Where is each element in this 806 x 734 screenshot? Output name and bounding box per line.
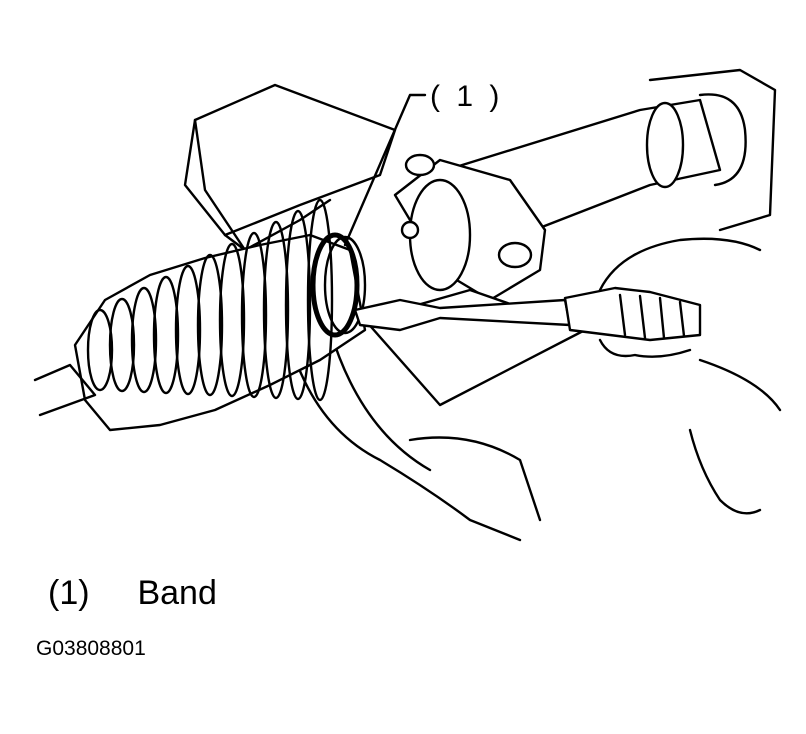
boot-rib — [86, 308, 114, 392]
boot-rib — [152, 275, 180, 395]
hand — [598, 237, 782, 515]
boot-rib — [306, 198, 334, 402]
screwdriver-tool — [353, 286, 702, 342]
callout-label-1: ( 1 ) — [430, 80, 504, 113]
legend-item: (1) Band — [48, 574, 217, 613]
boot-band — [310, 232, 367, 338]
boot-rib — [262, 220, 290, 400]
boot-rib — [130, 286, 158, 394]
mounting-bracket — [393, 153, 547, 302]
steering-rack-boot-illustration — [33, 68, 782, 542]
legend-text: Band — [137, 574, 217, 612]
boot-rib — [284, 209, 312, 401]
boot-rib — [240, 231, 268, 399]
boot-rib — [174, 264, 202, 396]
figure-id: G03808801 — [36, 637, 146, 660]
boot-rib — [196, 253, 224, 397]
boot-rib — [108, 297, 136, 393]
bellows-boot — [33, 198, 367, 432]
boot-rib — [218, 242, 246, 398]
legend-number: (1) — [48, 574, 90, 612]
callout-leader-line — [343, 93, 427, 247]
